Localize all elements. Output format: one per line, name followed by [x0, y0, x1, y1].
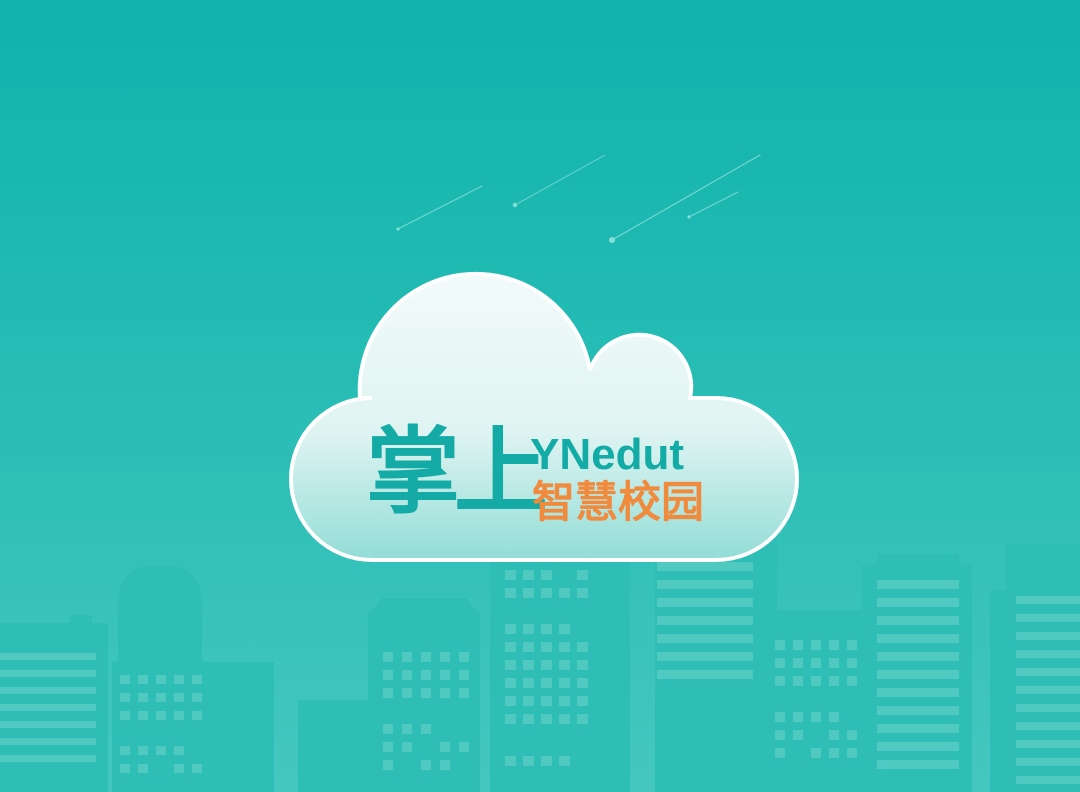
cloud-icon — [289, 271, 799, 562]
app-logo-main-text: 掌上 — [366, 418, 548, 527]
shooting-stars — [396, 154, 761, 243]
app-logo-english-text: YNedut — [530, 430, 684, 479]
app-logo-subtitle-text: 智慧校园 — [532, 478, 704, 528]
building-windows — [0, 552, 1080, 784]
